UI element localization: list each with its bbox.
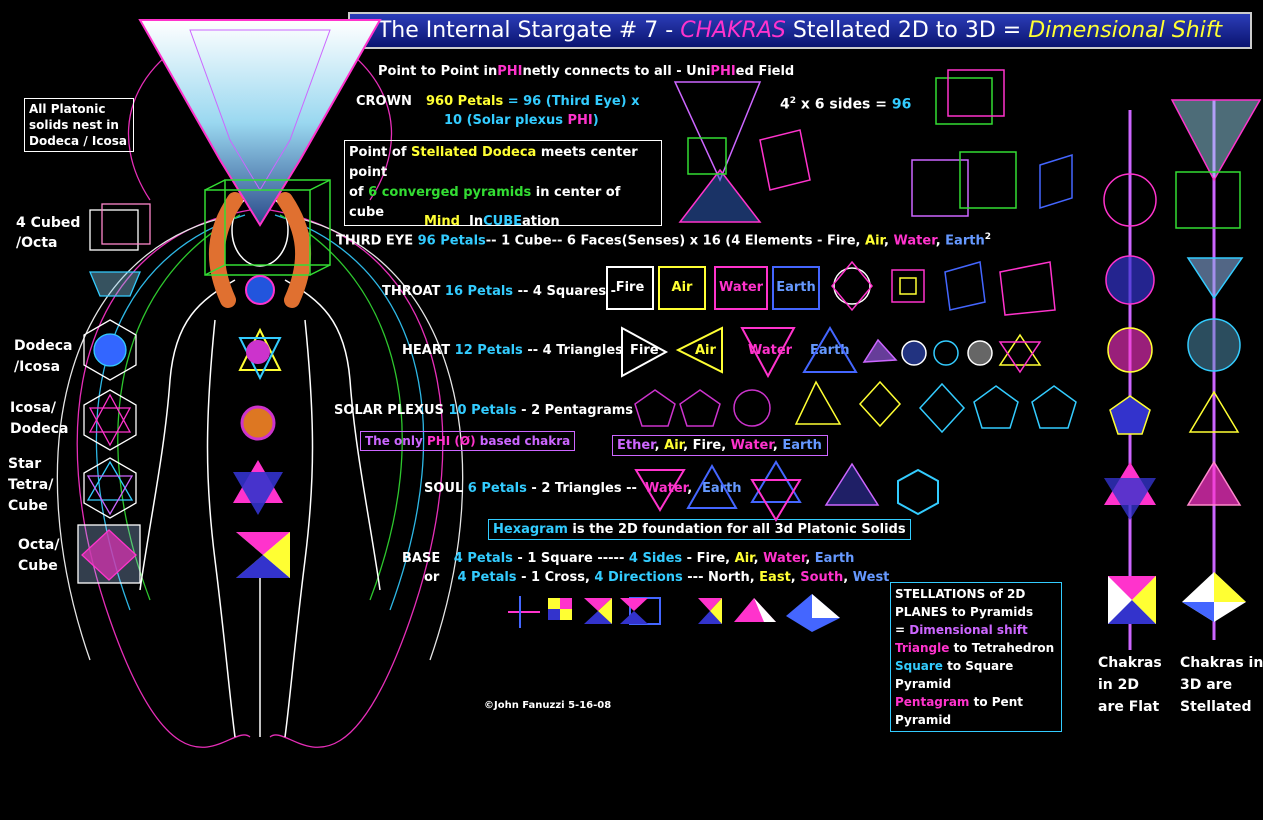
heart-line: HEART 12 Petals -- 4 Triangles bbox=[402, 343, 623, 358]
heart-fire: Fire bbox=[630, 343, 659, 358]
crown-line2: 10 (Solar plexus PHI) bbox=[444, 113, 599, 128]
crown-label: CROWN bbox=[356, 94, 412, 109]
label-octa: Octa/Cube bbox=[18, 537, 60, 574]
throat-earth-box: Earth bbox=[772, 266, 820, 310]
crown-petals: 960 Petals = 96 (Third Eye) x bbox=[426, 94, 640, 109]
throat-water-box: Water bbox=[714, 266, 768, 310]
body-figure bbox=[56, 19, 464, 748]
page-title: The Internal Stargate # 7 - CHAKRAS Stel… bbox=[348, 12, 1252, 49]
soul-water: Water, bbox=[645, 481, 693, 496]
geometry-shapes bbox=[508, 69, 1262, 650]
stellations-box: STELLATIONS of 2D PLANES to Pyramids = D… bbox=[890, 582, 1062, 732]
solar-line: SOLAR PLEXUS 10 Petals - 2 Pentagrams bbox=[334, 403, 634, 418]
heart-water: Water bbox=[748, 343, 793, 358]
mind-incubeation: Mind InCUBEation bbox=[424, 214, 560, 229]
throat-fire-box: Fire bbox=[606, 266, 654, 310]
third-eye-line: THIRD EYE 96 Petals-- 1 Cube-- 6 Faces(S… bbox=[336, 232, 991, 249]
base-line: BASE 4 Petals - 1 Square ----- 4 Sides -… bbox=[402, 551, 855, 566]
heart-air: Air bbox=[695, 343, 716, 358]
label-icosa: Icosa/Dodeca bbox=[10, 400, 69, 437]
formula: 42 x 6 sides = 96 bbox=[780, 96, 912, 113]
ether-box: Ether, Air, Fire, Water, Earth bbox=[612, 435, 828, 456]
base-line2: or 4 Petals - 1 Cross, 4 Directions --- … bbox=[424, 570, 890, 585]
copyright: ©John Fanuzzi 5-16-08 bbox=[484, 700, 612, 711]
label-4-cubed: 4 Cubed/Octa bbox=[16, 215, 81, 251]
phi-chakra-box: The only PHI (Ø) based chakra bbox=[360, 431, 576, 451]
soul-earth: Earth bbox=[702, 481, 742, 496]
soul-line: SOUL 6 Petals - 2 Triangles -- bbox=[424, 481, 637, 496]
intro-line: Point to Point inPHInetly connects to al… bbox=[378, 64, 795, 79]
throat-line: THROAT 16 Petals -- 4 Squares - bbox=[382, 284, 617, 299]
stellated-dodeca-box: Point of Stellated Dodeca meets center p… bbox=[344, 140, 662, 226]
left-solids bbox=[77, 203, 151, 584]
throat-air-box: Air bbox=[658, 266, 706, 310]
hexagram-box: Hexagram is the 2D foundation for all 3d… bbox=[488, 519, 911, 540]
label-dodeca: Dodeca/Icosa bbox=[14, 338, 73, 375]
